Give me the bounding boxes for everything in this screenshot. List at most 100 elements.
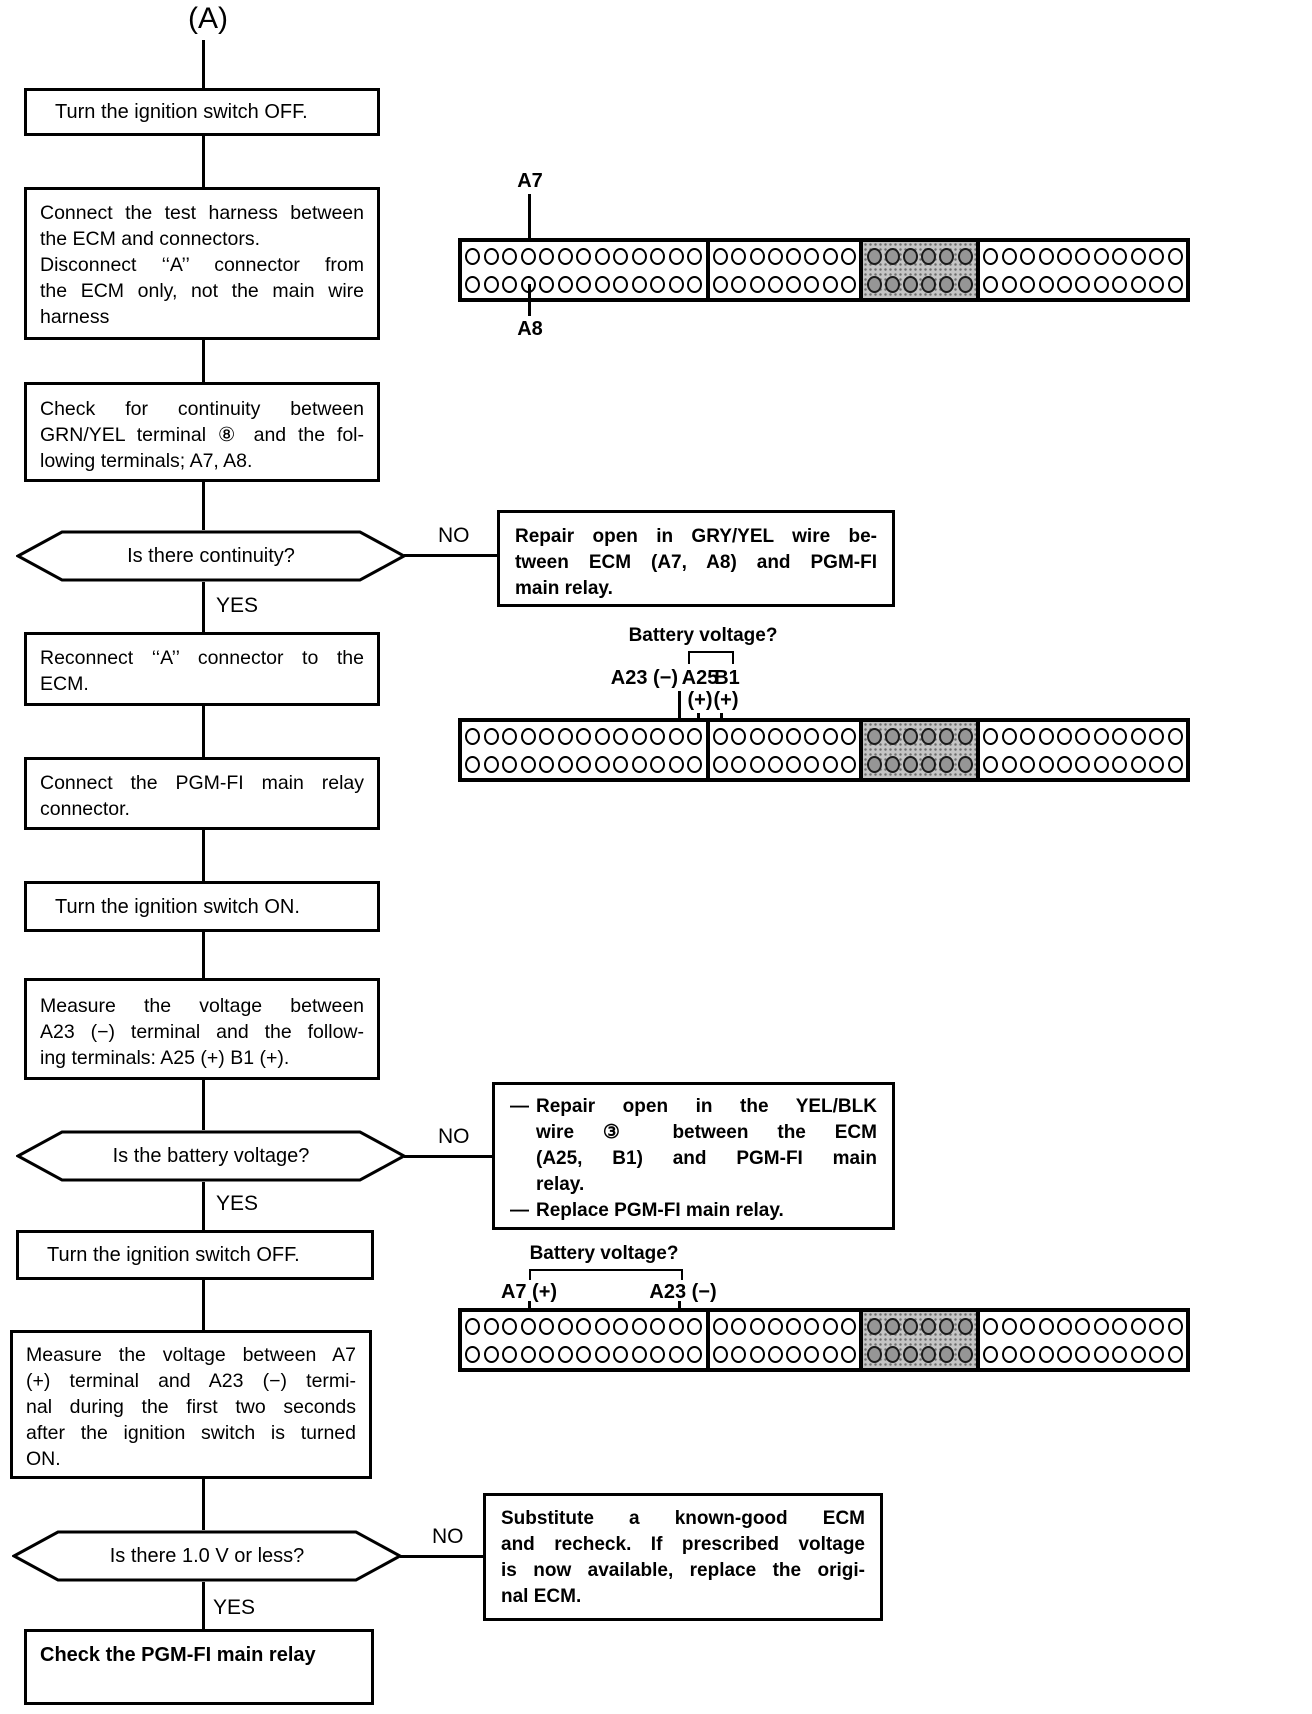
- terminal-label-b1: B1: [714, 667, 740, 689]
- terminal-pin: [866, 755, 882, 773]
- terminal-pin: [712, 275, 728, 293]
- terminal-pin: [465, 1317, 481, 1335]
- flow-line: [202, 1080, 205, 1130]
- terminal-pin: [631, 727, 647, 745]
- terminal-pin: [939, 755, 955, 773]
- terminal-pin: [520, 1345, 536, 1363]
- process-step-reconnect-a: Reconnect ‘‘A’’ connector to the ECM.: [24, 632, 380, 706]
- terminal-pin: [731, 1317, 747, 1335]
- terminal-pin: [1112, 755, 1128, 773]
- terminal-pin: [921, 755, 937, 773]
- terminal-pin: [1001, 755, 1017, 773]
- terminal-pin: [520, 247, 536, 265]
- terminal-pin: [786, 727, 802, 745]
- no-branch-line: [404, 1155, 492, 1158]
- terminal-pin: [465, 275, 481, 293]
- dash-bullet: —: [510, 1200, 529, 1221]
- terminal-pin: [841, 275, 857, 293]
- process-step-ignition-off-2: Turn the ignition switch OFF.: [16, 1230, 374, 1280]
- terminal-pin: [502, 275, 518, 293]
- terminal-pin: [502, 247, 518, 265]
- terminal-pin: [841, 1345, 857, 1363]
- terminal-pin: [957, 755, 973, 773]
- terminal-pin: [502, 1317, 518, 1335]
- terminal-pin: [822, 727, 838, 745]
- decision-continuity: Is there continuity?: [16, 530, 406, 582]
- terminal-pin: [576, 1345, 592, 1363]
- terminal-pin: [594, 1345, 610, 1363]
- yes-label: YES: [213, 1596, 256, 1619]
- terminal-pin: [1038, 1317, 1054, 1335]
- terminal-pin: [539, 755, 555, 773]
- terminal-pin: [1020, 727, 1036, 745]
- step-text: ing terminals: A25 (+) B1 (+).: [40, 1047, 290, 1069]
- terminal-pin: [786, 275, 802, 293]
- flow-line: [202, 136, 205, 187]
- terminal-pin: [804, 1317, 820, 1335]
- terminal-pin: [650, 275, 666, 293]
- terminal-pin: [1020, 1345, 1036, 1363]
- terminal-pin: [1020, 247, 1036, 265]
- terminal-pin: [539, 1345, 555, 1363]
- terminal-pin: [1130, 727, 1146, 745]
- flow-line: [202, 1582, 205, 1631]
- terminal-pin: [594, 275, 610, 293]
- terminal-pin: [804, 727, 820, 745]
- terminal-pin: [921, 1345, 937, 1363]
- terminal-pin: [804, 247, 820, 265]
- decision-battery-voltage: Is the battery voltage?: [16, 1130, 406, 1182]
- flow-line: [202, 1182, 205, 1232]
- pin-row: [462, 242, 706, 270]
- terminal-pin: [921, 727, 937, 745]
- pin-row: [462, 1312, 706, 1340]
- terminal-pin: [687, 275, 703, 293]
- terminal-pin: [841, 247, 857, 265]
- terminal-pin: [668, 727, 684, 745]
- terminal-pin: [939, 1317, 955, 1335]
- terminal-pointer-line: [678, 691, 681, 737]
- step-text: Measure the voltage between A7: [26, 1344, 356, 1366]
- terminal-pin: [576, 247, 592, 265]
- process-step-check-continuity: Check for continuity between GRN/YEL ter…: [24, 382, 380, 482]
- step-text: the ECM and connectors.: [40, 228, 261, 250]
- decision-one-volt: Is there 1.0 V or less?: [12, 1530, 402, 1582]
- action-item: — Repair open in the YEL/BLK wire ③ betw…: [510, 1094, 877, 1198]
- terminal-pin: [822, 247, 838, 265]
- connector-section: [705, 242, 860, 298]
- terminal-pin: [502, 1345, 518, 1363]
- terminal-pin: [483, 1317, 499, 1335]
- terminal-pin: [1057, 275, 1072, 293]
- connector-section-shaded: [859, 242, 976, 298]
- step-text: harness: [40, 306, 110, 328]
- connector-section: [462, 722, 706, 778]
- terminal-pin: [1130, 1345, 1146, 1363]
- terminal-pin: [1112, 1345, 1128, 1363]
- terminal-pin: [668, 275, 684, 293]
- terminal-pin: [1001, 727, 1017, 745]
- action-text: Substitute a known-good ECM: [501, 1508, 865, 1529]
- terminal-pin: [903, 727, 919, 745]
- terminal-pin: [1093, 275, 1109, 293]
- decision-question: Is there continuity?: [127, 544, 295, 567]
- connector-section: [705, 722, 860, 778]
- terminal-pin: [650, 247, 666, 265]
- entry-connector-label: (A): [188, 2, 228, 35]
- pin-row: [863, 1312, 975, 1340]
- pin-row: [980, 270, 1186, 298]
- terminal-pin: [539, 275, 555, 293]
- terminal-pin: [786, 1317, 802, 1335]
- terminal-pin: [712, 1345, 728, 1363]
- terminal-pin: [465, 247, 481, 265]
- pin-row: [980, 1312, 1186, 1340]
- terminal-pin: [841, 727, 857, 745]
- terminal-pin: [1075, 1317, 1091, 1335]
- terminal-pin: [1038, 755, 1054, 773]
- step-text: connector.: [40, 798, 130, 820]
- process-step-check-main-relay: Check the PGM-FI main relay: [24, 1629, 374, 1705]
- step-text: Connect the PGM-FI main relay: [40, 772, 364, 794]
- process-step-connect-relay: Connect the PGM-FI main relay connector.: [24, 757, 380, 830]
- terminal-pin: [1093, 755, 1109, 773]
- action-text: Repair open in the YEL/BLK: [536, 1096, 877, 1117]
- terminal-pin: [1130, 247, 1146, 265]
